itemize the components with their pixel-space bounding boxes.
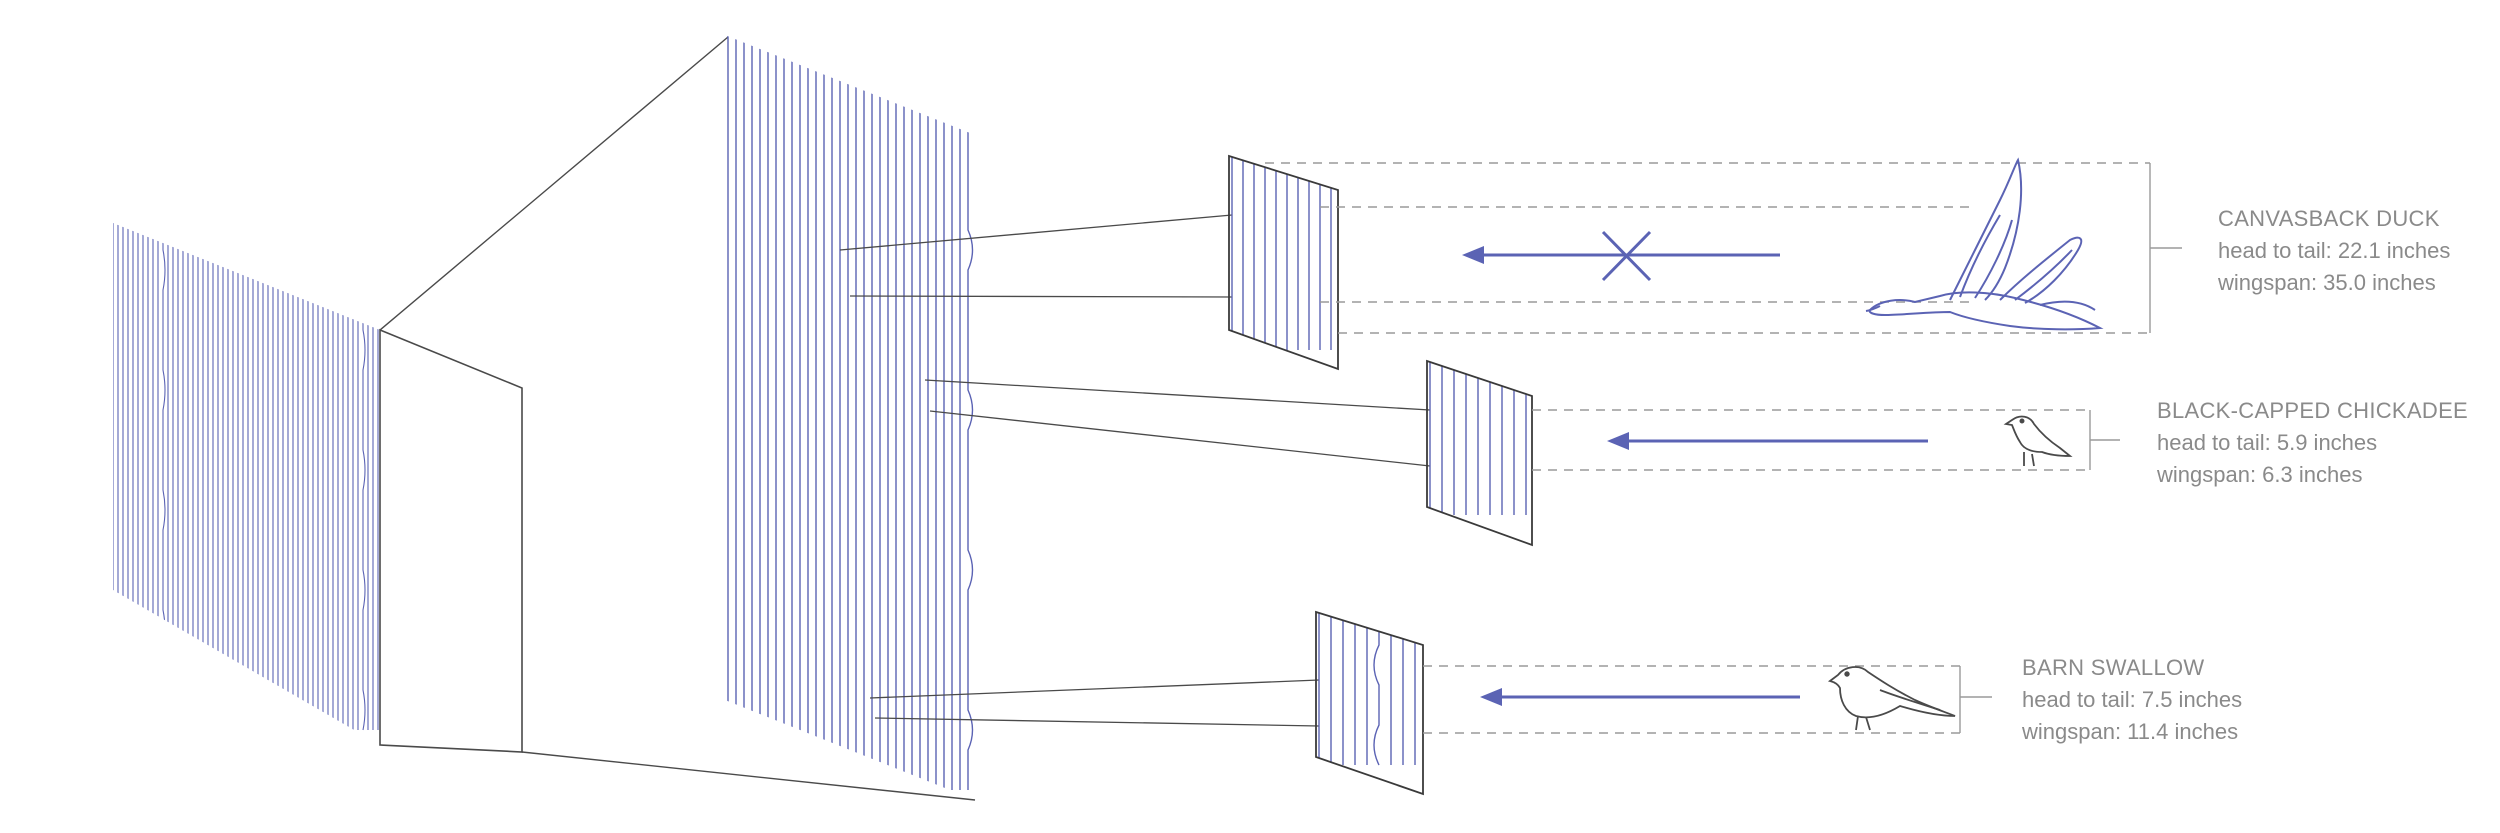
detail-callout-lines <box>839 214 1431 727</box>
bird-guides <box>1265 162 2182 734</box>
mesh-string <box>1373 612 1380 766</box>
duck-arrow <box>1462 246 1780 264</box>
head-to-tail: head to tail: 22.1 inches <box>2218 238 2450 263</box>
mesh-string <box>967 35 974 790</box>
chickadee-icon <box>2003 415 2073 467</box>
detail-strings <box>1318 612 1416 766</box>
detail-strings <box>1429 361 1527 515</box>
zoom-projection-lines <box>379 36 976 801</box>
label-barn-swallow: BARN SWALLOW head to tail: 7.5 inches wi… <box>2021 655 2242 744</box>
zoomed-strings <box>727 35 974 791</box>
chickadee-arrow <box>1607 432 1928 450</box>
swallow-arrow <box>1480 688 1800 706</box>
wingspan: wingspan: 6.3 inches <box>2156 462 2362 487</box>
detail-panel-chickadee <box>1426 359 1533 547</box>
screen-highlight-panel <box>379 328 523 753</box>
flying-duck-icon <box>1865 157 2104 331</box>
bird-name: BARN SWALLOW <box>2022 655 2204 680</box>
zoomed-mesh <box>727 35 974 791</box>
detail-panel-swallow <box>1315 610 1424 796</box>
bird-name: CANVASBACK DUCK <box>2218 206 2440 231</box>
screen-mesh <box>113 223 379 731</box>
screen-strings <box>113 223 379 731</box>
detail-panel-duck <box>1228 154 1339 371</box>
detail-strings <box>1231 156 1332 350</box>
wingspan: wingspan: 11.4 inches <box>2021 719 2238 744</box>
swallow-icon <box>1827 666 1956 731</box>
direction-arrows <box>1462 230 1928 706</box>
mesh-string <box>362 223 366 731</box>
bird-name: BLACK-CAPPED CHICKADEE <box>2157 398 2468 423</box>
head-to-tail: head to tail: 5.9 inches <box>2157 430 2377 455</box>
mesh-string <box>162 223 166 730</box>
label-canvasback-duck: CANVASBACK DUCK head to tail: 22.1 inche… <box>2217 206 2450 295</box>
blocked-x-icon <box>1601 230 1652 282</box>
wingspan: wingspan: 35.0 inches <box>2217 270 2436 295</box>
head-to-tail: head to tail: 7.5 inches <box>2022 687 2242 712</box>
label-black-capped-chickadee: BLACK-CAPPED CHICKADEE head to tail: 5.9… <box>2156 398 2468 487</box>
